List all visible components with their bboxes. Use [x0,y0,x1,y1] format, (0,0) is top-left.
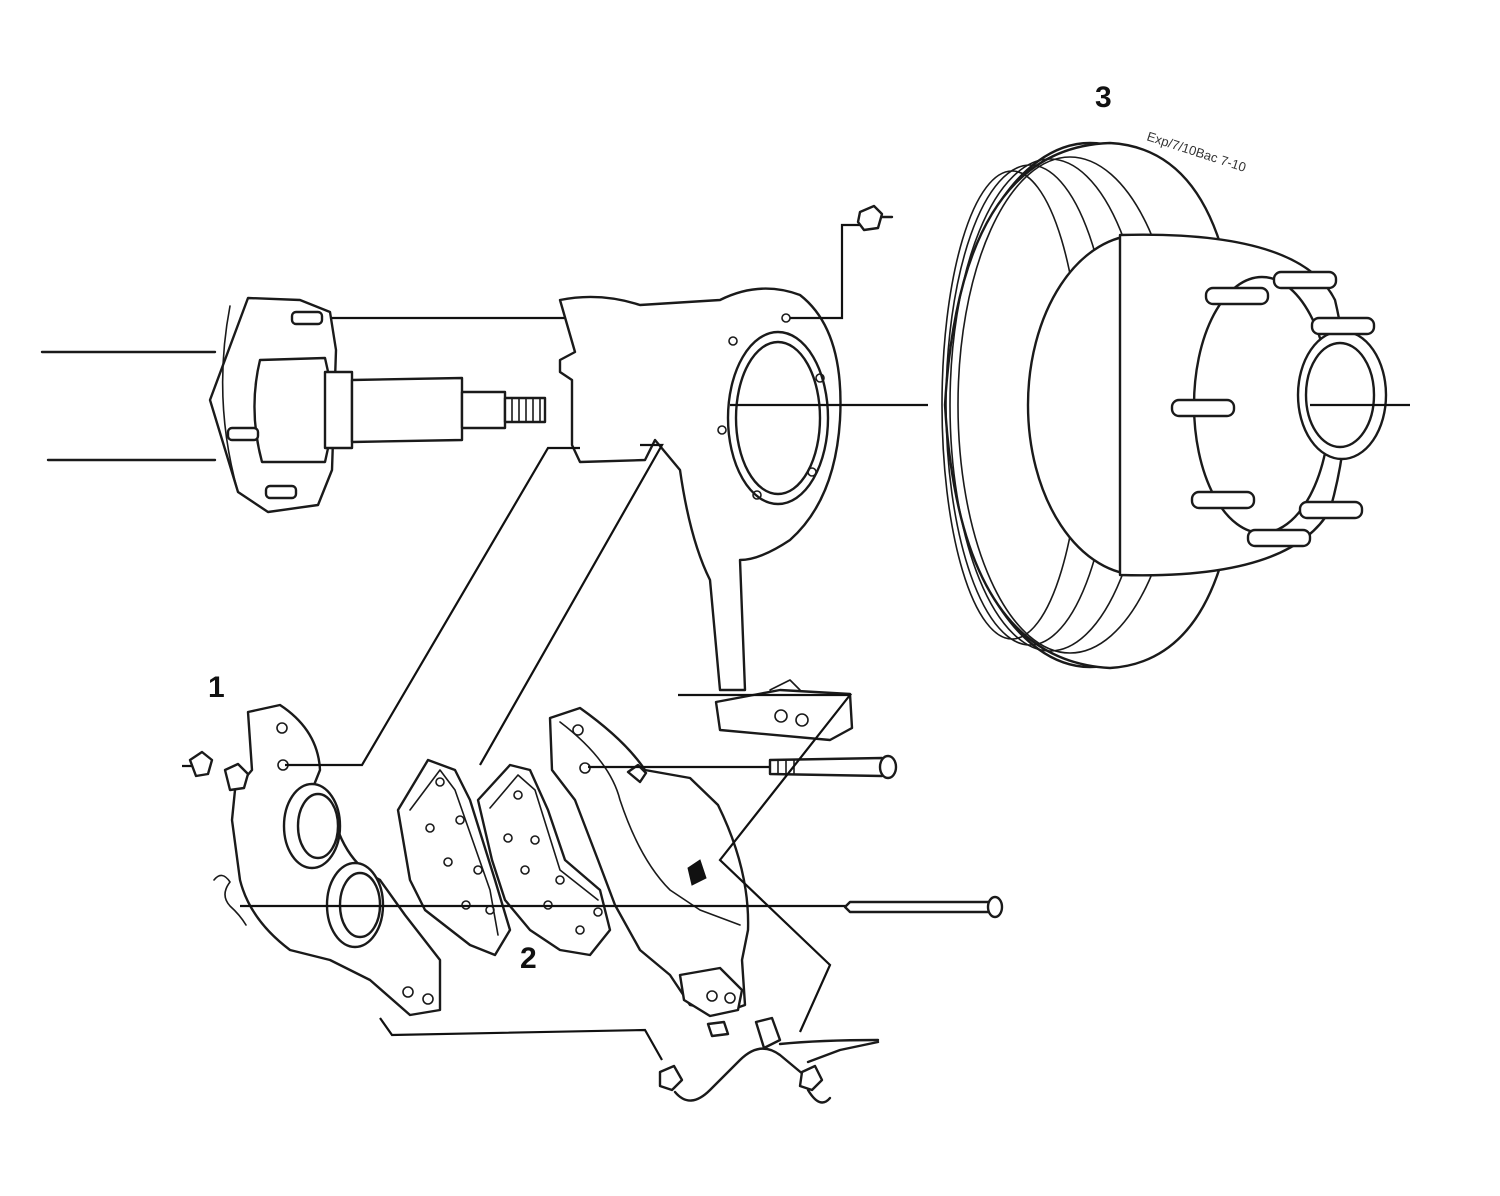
caliper-right [548,706,750,1018]
callout-1: 1 [208,671,225,704]
callout-3: 3 [1095,81,1112,114]
caliper-anchor-bracket [558,204,928,742]
wheel-studs [1170,270,1376,548]
callout-2: 2 [520,942,537,975]
brake-rotor-hub: Exp/7/10Bac 7-10 [941,129,1410,670]
axle-spindle [40,296,568,514]
brake-line-hardware [379,693,880,1104]
caliper-left: 1 [182,446,580,1017]
